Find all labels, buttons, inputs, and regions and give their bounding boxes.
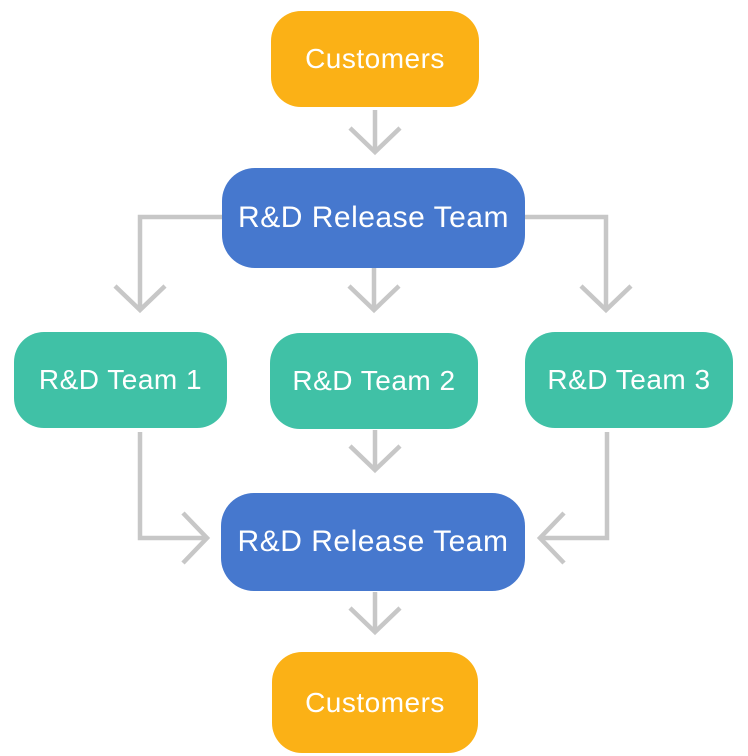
node-team-3: R&D Team 3 — [525, 332, 733, 428]
node-customers-bottom-label: Customers — [305, 686, 445, 718]
node-release-team-top: R&D Release Team — [222, 168, 525, 268]
arrow-customers-to-release-top — [348, 110, 402, 156]
node-team-2: R&D Team 2 — [270, 333, 478, 429]
arrow-release-bottom-to-customers — [348, 592, 402, 636]
node-team-1-label: R&D Team 1 — [38, 364, 203, 395]
arrow-release-top-to-team-2 — [347, 268, 401, 314]
node-team-3-label: R&D Team 3 — [547, 364, 711, 395]
node-team-1: R&D Team 1 — [14, 332, 227, 428]
arrow-release-top-to-team-3 — [525, 214, 633, 314]
node-release-team-top-label: R&D Release Team — [238, 201, 509, 234]
arrow-team-3-to-release-bottom — [536, 432, 610, 565]
node-customers-bottom: Customers — [272, 652, 478, 753]
node-release-team-bottom: R&D Release Team — [221, 493, 525, 591]
arrow-release-top-to-team-1 — [113, 214, 222, 314]
node-team-2-label: R&D Team 2 — [292, 365, 456, 396]
arrow-team-1-to-release-bottom — [137, 432, 211, 565]
node-customers-top: Customers — [271, 11, 479, 107]
node-customers-top-label: Customers — [305, 43, 445, 74]
node-release-team-bottom-label: R&D Release Team — [237, 525, 509, 558]
arrow-team-2-to-release-bottom — [348, 430, 402, 474]
